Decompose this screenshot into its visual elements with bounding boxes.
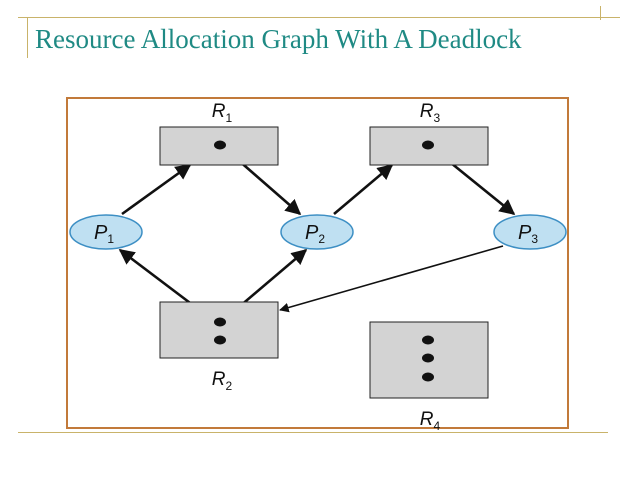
process-p2: P2 [280, 214, 354, 250]
resource-instance-dot [214, 335, 226, 345]
edge-p1-to-r1 [121, 163, 192, 216]
resource-instance-dot [422, 353, 434, 363]
resource-instance-dot [422, 140, 434, 150]
processes-layer: P1 P2 P3 [69, 214, 567, 250]
resource-r4: R4 [369, 321, 489, 433]
accent-tick-line [600, 6, 601, 20]
resource-instance-dot [214, 140, 226, 150]
process-node [280, 214, 354, 250]
edge-p2-to-r3 [333, 163, 394, 215]
resource-instance-dot [422, 335, 434, 345]
slide-title: Resource Allocation Graph With A Deadloc… [35, 24, 522, 54]
resource-r1: R1 [159, 101, 279, 166]
process-node [69, 214, 143, 250]
resource-instance-dot [422, 372, 434, 382]
resource-instance-dot [214, 317, 226, 327]
resource-label: R3 [420, 101, 441, 125]
resource-r2: R2 [159, 301, 279, 393]
resource-r3: R3 [369, 101, 489, 166]
resource-label: R1 [212, 101, 233, 125]
accent-side-line [27, 18, 28, 58]
resource-label: R4 [420, 409, 441, 433]
process-node [493, 214, 567, 250]
accent-bottom-line [18, 432, 608, 433]
process-p1: P1 [69, 214, 143, 250]
edge-p3-to-r2 [279, 245, 504, 313]
resource-box [159, 301, 279, 359]
resource-label: R2 [212, 369, 233, 393]
accent-top-line [18, 17, 620, 18]
process-p3: P3 [493, 214, 567, 250]
